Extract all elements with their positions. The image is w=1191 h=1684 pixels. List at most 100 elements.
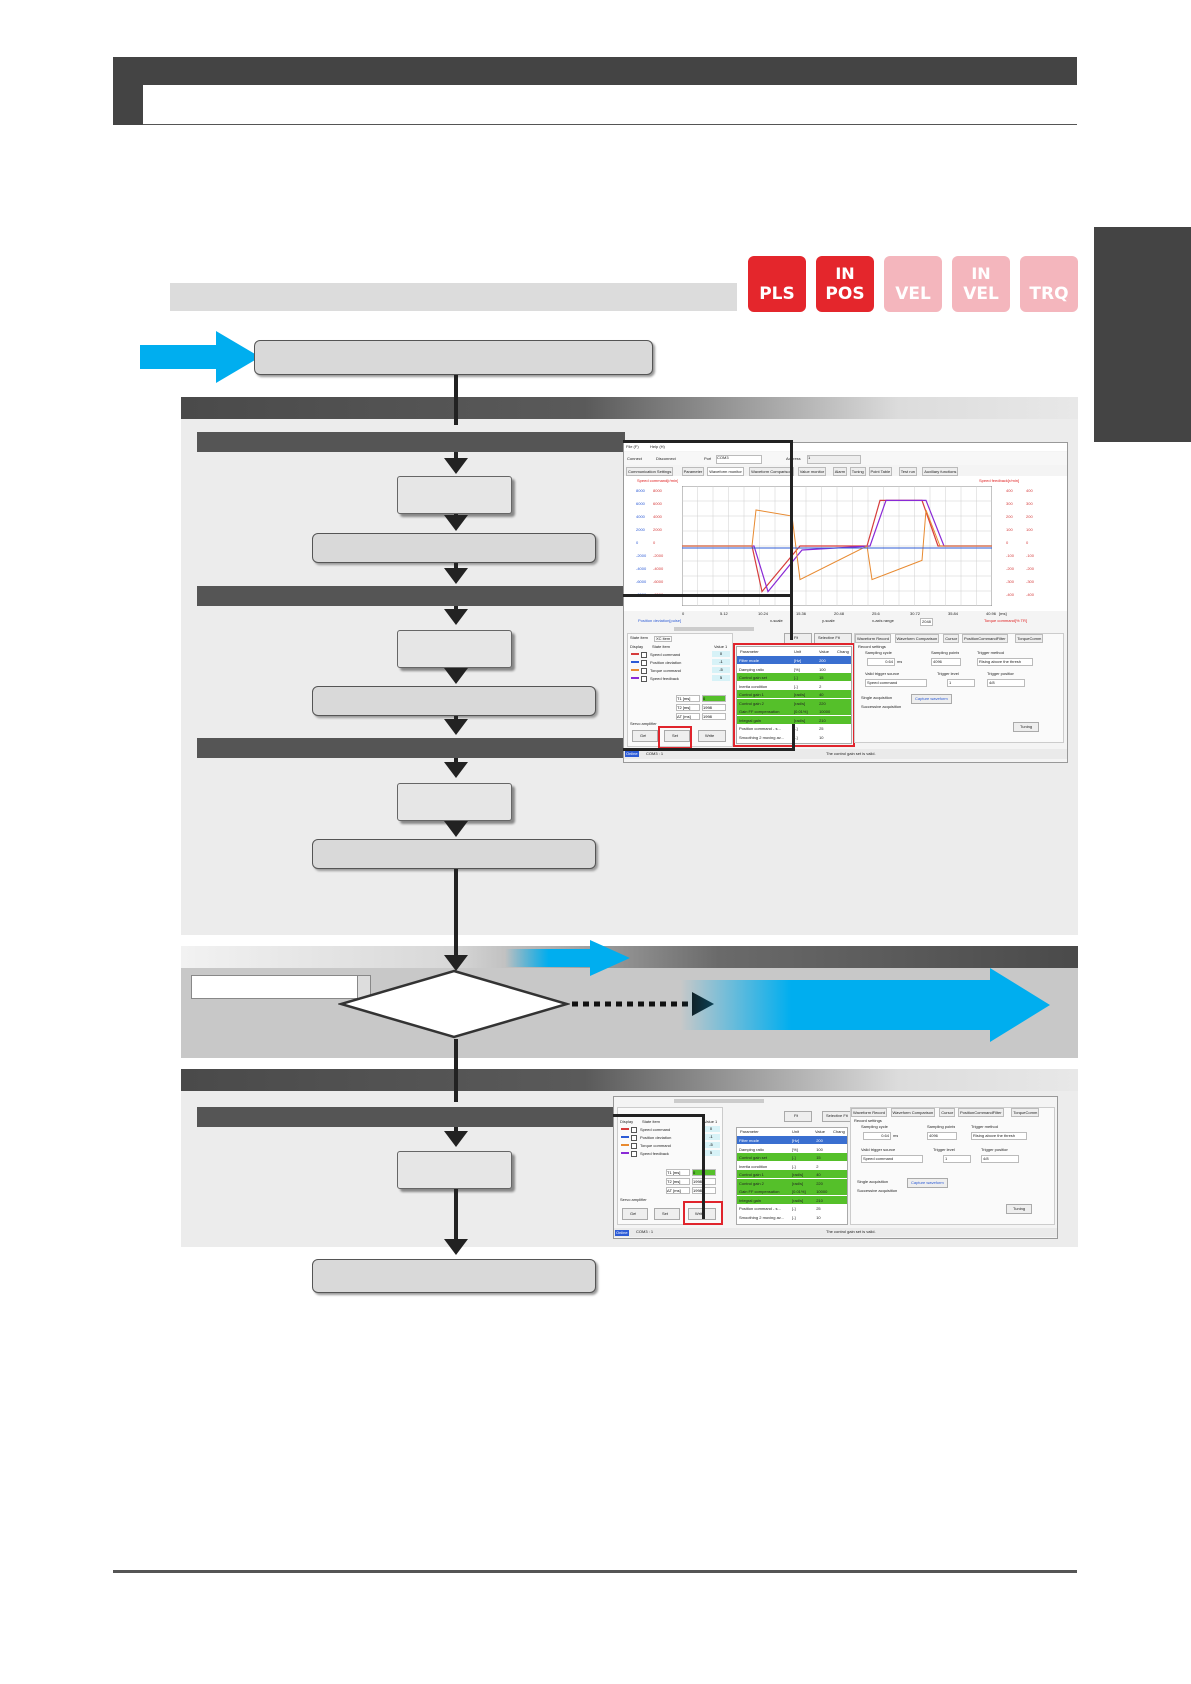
capture-waveform-button[interactable]: Capture waveform	[911, 694, 952, 704]
tab-0[interactable]: Waveform Record	[855, 634, 892, 643]
trigger-method-select[interactable]: Rising above the thresh	[971, 1132, 1027, 1140]
fit-button[interactable]: Fit	[784, 1111, 812, 1122]
param-value[interactable]: 15	[819, 675, 824, 680]
table-row: Position command - s...[-]25	[737, 1204, 847, 1212]
menu-file[interactable]: File (F)	[626, 445, 639, 449]
xrange-value[interactable]: 2048	[920, 618, 933, 626]
chart-scrollbar[interactable]	[674, 1099, 764, 1103]
write-label: Write	[705, 734, 715, 738]
tab-4[interactable]: TorqueComm	[1011, 1108, 1040, 1117]
display-checkbox[interactable]	[631, 1135, 637, 1141]
tab-2[interactable]: Cursor	[939, 1108, 956, 1117]
table-row: Integral gain[rad/s]210	[737, 1195, 847, 1204]
param-value[interactable]: 100	[819, 666, 826, 672]
tab-4[interactable]: Value monitor	[797, 467, 827, 476]
menu-help[interactable]: Help (H)	[650, 445, 665, 449]
param-value[interactable]: 210	[816, 1197, 823, 1203]
tab-1[interactable]: Parameter	[681, 467, 705, 476]
param-value[interactable]: 2	[819, 683, 822, 689]
param-value[interactable]: 10	[816, 1214, 821, 1220]
trigger-source-select[interactable]: Speed command	[861, 1155, 923, 1163]
param-value[interactable]: 40	[819, 692, 824, 697]
param-value[interactable]: 25	[816, 1206, 821, 1211]
param-value[interactable]: 210	[819, 717, 826, 723]
xc-tab[interactable]: XC item	[654, 636, 673, 642]
param-value[interactable]: 200	[816, 1138, 823, 1143]
table-row: Torque command-5	[628, 667, 732, 674]
tab-2[interactable]: Waveform monitor	[707, 467, 744, 476]
tab-0[interactable]: Communication Settings	[626, 467, 674, 476]
tuning-button[interactable]: Tuning	[1006, 1204, 1033, 1214]
trigger-level-input[interactable]: 1	[943, 1155, 971, 1163]
tab-9[interactable]: Auxiliary functions	[922, 467, 959, 476]
param-value[interactable]: 220	[816, 1180, 823, 1186]
param-value[interactable]: 200	[819, 658, 826, 663]
get-button[interactable]: Get	[622, 1208, 648, 1220]
param-name: Control gain 2	[739, 1180, 764, 1186]
trigger-position-select[interactable]: 4/8	[981, 1155, 1019, 1163]
decision-diamond	[338, 969, 570, 1039]
tab-3[interactable]: PositionCommandFilter	[962, 634, 1008, 643]
trigger-level-input[interactable]: 1	[947, 679, 975, 687]
x-tick-label: 10.24	[758, 611, 769, 616]
tab-5[interactable]: Alarm	[832, 467, 848, 476]
display-checkbox[interactable]	[641, 676, 647, 682]
tab-6[interactable]: Tuning	[849, 467, 866, 476]
sampling-cycle-input[interactable]: 0.64	[867, 658, 895, 666]
trigger-position-select[interactable]: 4/8	[987, 679, 1025, 687]
param-value[interactable]: 40	[816, 1172, 821, 1177]
tab-8[interactable]: Test run	[898, 467, 918, 476]
chart-scrollbar[interactable]	[674, 627, 754, 631]
tab-3[interactable]: PositionCommandFilter	[958, 1108, 1004, 1117]
flow-line	[454, 716, 458, 720]
waveform-plot	[682, 486, 992, 606]
set-button[interactable]: Set	[664, 730, 690, 742]
trigger-source-select[interactable]: Speed command	[865, 679, 927, 687]
tab-7[interactable]: Point Table	[868, 467, 893, 476]
successive-acquisition-radio[interactable]: Successive acquisition	[857, 1189, 898, 1193]
set-button[interactable]: Set	[654, 1208, 680, 1220]
get-button[interactable]: Get	[632, 730, 658, 742]
param-value[interactable]: 10	[819, 734, 824, 740]
trigger-method-select[interactable]: Rising above the thresh	[977, 658, 1033, 666]
series-color-swatch	[631, 677, 639, 679]
single-acquisition-radio[interactable]: Single acquisition	[861, 696, 893, 700]
display-checkbox[interactable]	[641, 652, 647, 658]
tab-3[interactable]: Waveform Comparison	[749, 467, 794, 476]
single-acquisition-radio[interactable]: Single acquisition	[857, 1180, 889, 1184]
capture-waveform-button[interactable]: Capture waveform	[907, 1178, 948, 1188]
param-value[interactable]: 15	[816, 1155, 821, 1160]
param-value[interactable]: 100	[816, 1146, 823, 1152]
disconnect-button[interactable]: Disconnect	[656, 457, 676, 461]
param-value[interactable]: 220	[819, 700, 826, 706]
state-tab[interactable]: State item	[630, 636, 649, 640]
param-value[interactable]: 25	[819, 726, 824, 731]
display-checkbox[interactable]	[641, 660, 647, 666]
display-checkbox[interactable]	[631, 1127, 637, 1133]
tab-1[interactable]: Waveform Comparison	[890, 1108, 936, 1117]
sampling-points-select[interactable]: 4096	[927, 1132, 957, 1140]
display-checkbox[interactable]	[641, 668, 647, 674]
param-unit: [Hz]	[794, 658, 802, 663]
tab-4[interactable]: TorqueComm	[1015, 634, 1044, 643]
successive-acquisition-radio[interactable]: Successive acquisition	[861, 705, 902, 709]
tuning-button[interactable]: Tuning	[1013, 722, 1040, 732]
connect-button[interactable]: Connect	[627, 457, 642, 461]
display-checkbox[interactable]	[631, 1151, 637, 1157]
sampling-cycle-input[interactable]: 0.64	[863, 1132, 891, 1140]
port-select[interactable]: COM3	[716, 455, 762, 464]
address-select[interactable]: 1	[807, 455, 861, 464]
param-value[interactable]: 10000	[819, 709, 831, 714]
tab-0[interactable]: Waveform Record	[851, 1108, 888, 1117]
tab-1[interactable]: Waveform Comparison	[894, 634, 940, 643]
result-box-1	[312, 533, 596, 563]
write-button[interactable]: Write	[698, 730, 726, 742]
sampling-points-select[interactable]: 4096	[931, 658, 961, 666]
param-name: Control gain 1	[739, 1172, 764, 1177]
left-axis-title: Speed command[r/min]	[637, 479, 679, 483]
state-item-value: -5	[712, 667, 730, 673]
param-value[interactable]: 2	[816, 1163, 819, 1169]
tab-2[interactable]: Cursor	[943, 634, 960, 643]
param-value[interactable]: 10000	[816, 1189, 828, 1194]
display-checkbox[interactable]	[631, 1143, 637, 1149]
